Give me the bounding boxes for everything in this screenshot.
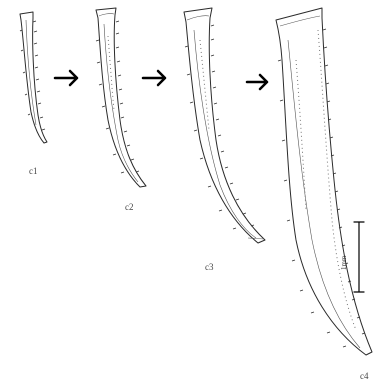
stage-label-c3: c3 [205,262,214,272]
specimen-c2 [96,8,146,187]
stage-label-c2: c2 [125,202,134,212]
scale-bar [354,222,364,292]
arrow-1-2 [55,71,77,85]
specimen-c3 [184,8,265,243]
specimen-c1 [20,12,47,143]
specimen-c4 [276,8,372,355]
scale-bar-label: 1mm [340,256,348,270]
stage-label-c4: c4 [360,371,369,381]
arrow-2-3 [143,71,165,85]
arrow-3-4 [247,75,267,89]
stage-label-c1: c1 [29,166,38,176]
